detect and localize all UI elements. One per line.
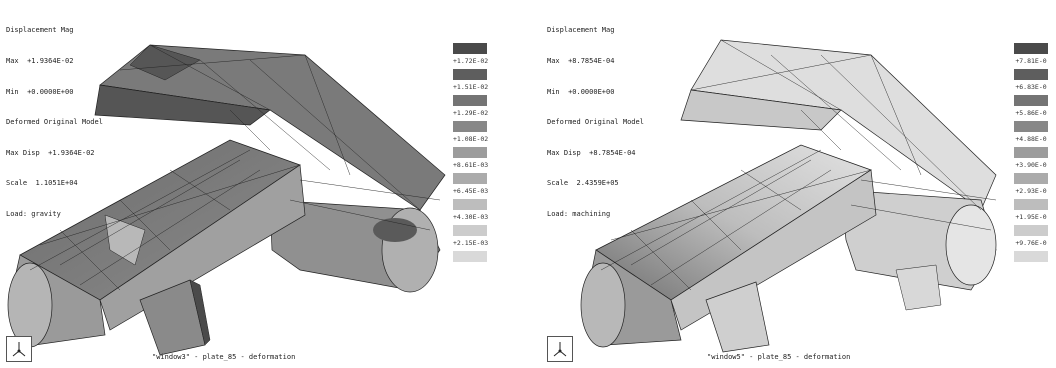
legend-swatch: [1014, 225, 1048, 236]
legend-swatch: [1014, 173, 1048, 184]
legend-swatch: [453, 69, 487, 80]
result-info-block: Displacement Mag Max +8.7854E-04 Min +0.…: [547, 5, 644, 240]
legend-label: +1.95E-0: [1015, 213, 1047, 221]
axis-triad-graphic: [553, 342, 567, 357]
max-disp-value: Max Disp +8.7854E-04: [547, 148, 636, 157]
min-value: Min +0.0000E+00: [547, 87, 615, 96]
legend-swatch: [453, 225, 487, 236]
legend-swatch: [1014, 251, 1048, 262]
legend-label: +2.15E-03: [453, 239, 489, 247]
model-mode: Deformed Original Model: [6, 118, 103, 127]
scale-value: Scale 2.4359E+05: [547, 179, 619, 188]
legend-swatch: [1014, 121, 1048, 132]
color-legend: +7.81E-0 +6.83E-0 +5.86E-0 +4.88E-0 +3.9…: [1014, 43, 1056, 262]
legend-label: +7.81E-0: [1015, 57, 1047, 65]
legend-swatch: [453, 199, 487, 210]
window-caption: "window5" - plate_85 - deformation: [707, 353, 851, 361]
legend-swatch: [453, 173, 487, 184]
result-info-block: Displacement Mag Max +1.9364E-02 Min +0.…: [6, 5, 103, 240]
axis-triad-icon[interactable]: [547, 336, 573, 362]
legend-swatch: [1014, 95, 1048, 106]
legend-label: +6.83E-0: [1015, 83, 1047, 91]
max-disp-value: Max Disp +1.9364E-02: [6, 148, 95, 157]
axis-triad-icon[interactable]: [6, 336, 32, 362]
legend-swatch: [1014, 69, 1048, 80]
min-value: Min +0.0000E+00: [6, 87, 74, 96]
legend-swatch: [453, 147, 487, 158]
legend-swatch: [453, 43, 487, 54]
legend-label: +1.08E-02: [453, 135, 489, 143]
deformed-model-machining: [580, 39, 997, 353]
legend-label: +9.76E-0: [1015, 239, 1047, 247]
legend-label: +1.29E-02: [453, 109, 489, 117]
deformed-model-gravity: [7, 44, 446, 356]
load-case: Load: gravity: [6, 209, 61, 218]
max-value: Max +1.9364E-02: [6, 57, 74, 65]
max-value: Max +8.7854E-04: [547, 57, 615, 65]
legend-label: +4.30E-03: [453, 213, 489, 221]
result-title: Displacement Mag: [547, 26, 615, 35]
load-case: Load: machining: [547, 209, 611, 218]
legend-swatch: [1014, 147, 1048, 158]
legend-swatch: [453, 251, 487, 262]
scale-value: Scale 1.1051E+04: [6, 179, 78, 188]
color-legend: +1.72E-02 +1.51E-02 +1.29E-02 +1.08E-02 …: [453, 43, 505, 262]
legend-label: +2.93E-0: [1015, 187, 1047, 195]
legend-label: +5.86E-0: [1015, 109, 1047, 117]
legend-swatch: [453, 95, 487, 106]
viewport-window3[interactable]: Displacement Mag Max +1.9364E-02 Min +0.…: [0, 0, 515, 368]
legend-label: +8.61E-03: [453, 161, 489, 169]
model-mode: Deformed Original Model: [547, 118, 644, 127]
legend-label: +3.90E-0: [1015, 161, 1047, 169]
axis-triad-graphic: [12, 342, 26, 357]
legend-label: +1.72E-02: [453, 57, 489, 65]
viewport-window5[interactable]: Displacement Mag Max +8.7854E-04 Min +0.…: [541, 0, 1056, 368]
legend-label: +4.88E-0: [1015, 135, 1047, 143]
result-title: Displacement Mag: [6, 26, 74, 35]
window-caption: "window3" - plate_85 - deformation: [152, 353, 296, 361]
legend-label: +1.51E-02: [453, 83, 489, 91]
legend-swatch: [1014, 199, 1048, 210]
legend-swatch: [453, 121, 487, 132]
legend-swatch: [1014, 43, 1048, 54]
legend-label: +6.45E-03: [453, 187, 489, 195]
